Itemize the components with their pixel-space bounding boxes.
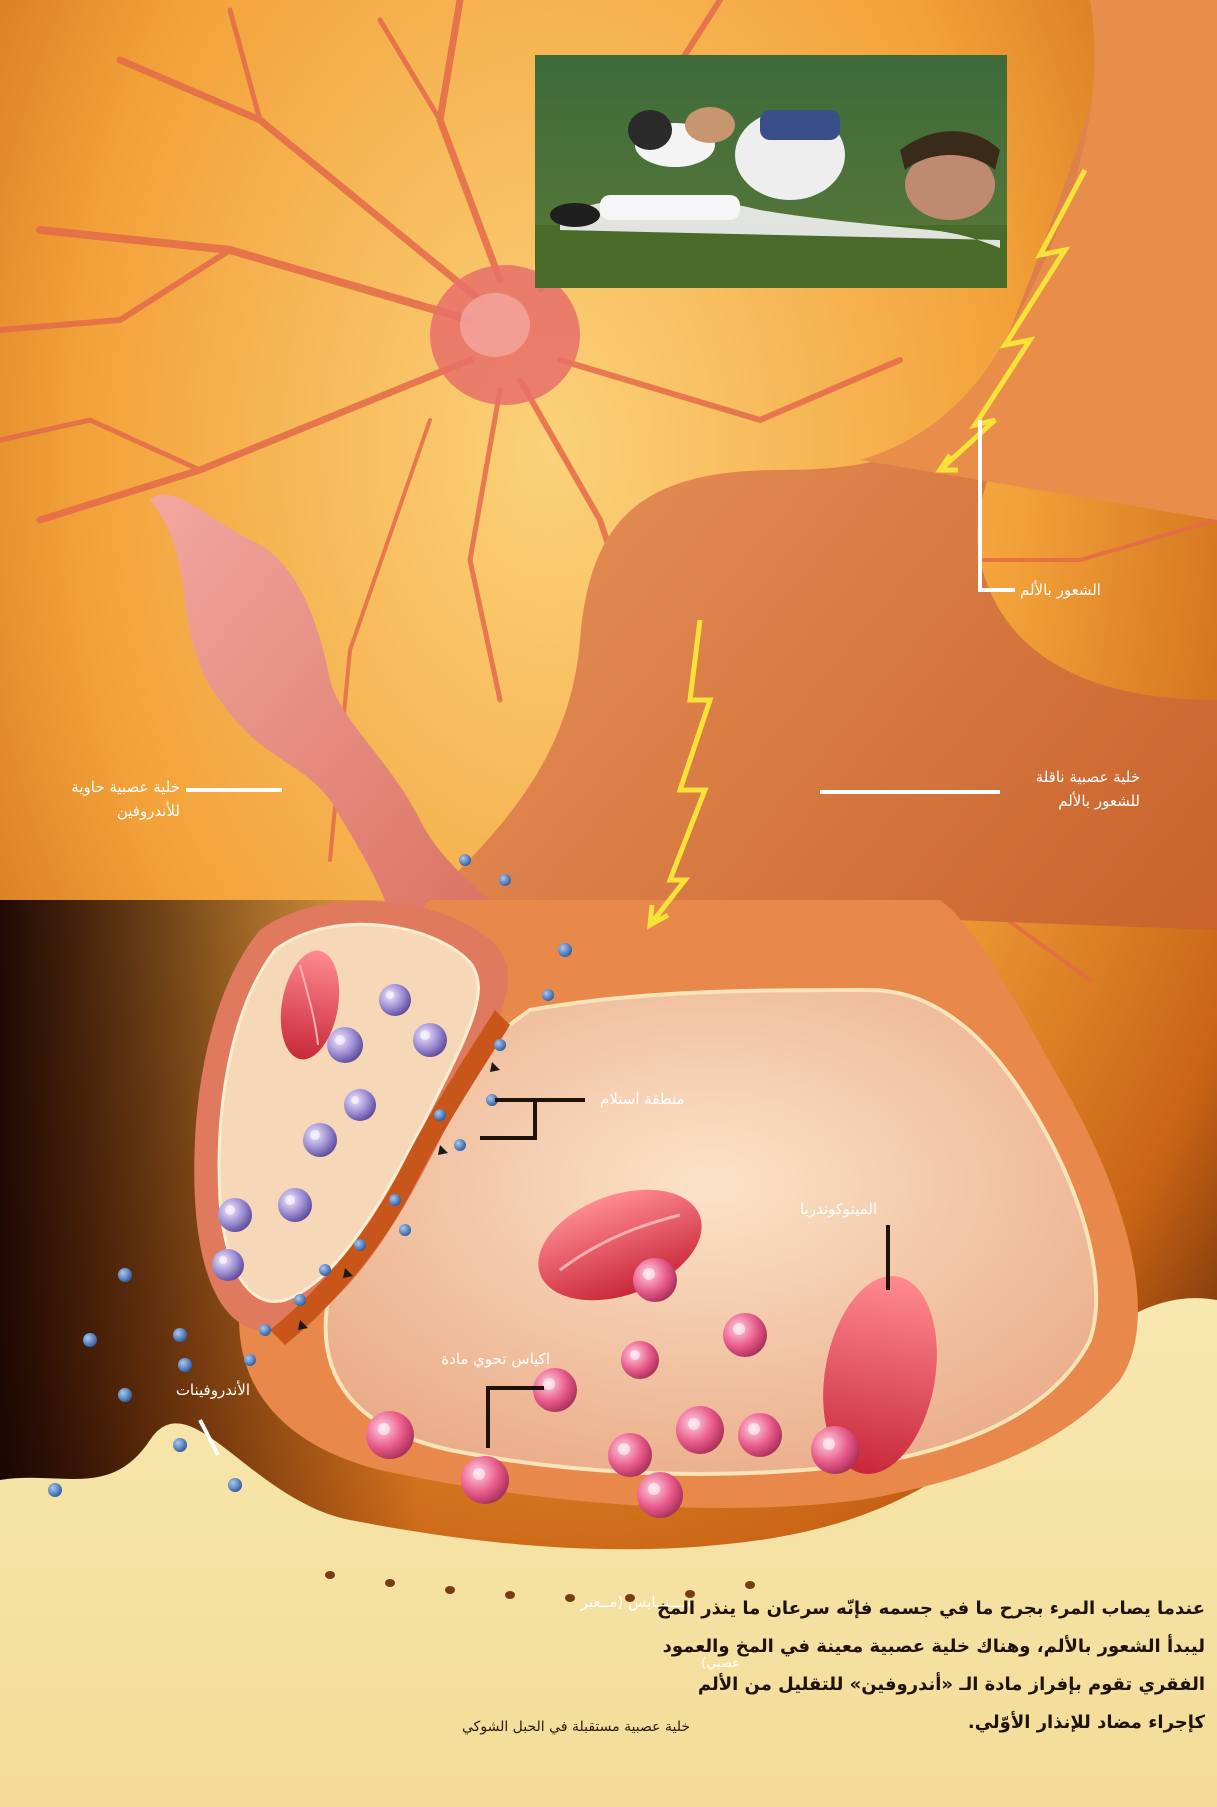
label-pain-cell-line2: للشعور بالألم: [1010, 789, 1140, 813]
caption-line2: ليبدأ الشعور بالألم، وهناك خلية عصبية مع…: [705, 1628, 1205, 1666]
label-endorphins: الأندروفينات: [150, 1378, 250, 1402]
label-pain-cell: خلية عصبية ناقلة للشعور بالألم: [1010, 765, 1140, 813]
label-endorphin-cell-line2: للأندروفين: [20, 799, 180, 823]
label-receiving-cell: خلية عصبية مستقبلة في الحبل الشوكي: [440, 1715, 690, 1739]
caption-line3: الفقري تقوم بإفراز مادة الـ «أندروفين» ل…: [705, 1666, 1205, 1704]
label-endorphin-cell: خلية عصبية حاوية للأندروفين: [20, 775, 180, 823]
label-mitochondria: الميتوكوندريا: [800, 1197, 930, 1221]
caption-line1: عندما يصاب المرء بجرح ما في جسمه فإنّه س…: [705, 1590, 1205, 1628]
label-endorphin-cell-line1: خلية عصبية حاوية: [20, 775, 180, 799]
label-receptor-area: منطقة استلام: [600, 1087, 730, 1111]
label-pain-feeling: الشعور بالألم: [1020, 578, 1120, 602]
label-pain-cell-line1: خلية عصبية ناقلة: [1010, 765, 1140, 789]
caption-line4: كإجراء مضاد للإنذار الأوّلي.: [705, 1704, 1205, 1742]
label-vesicles: اكياس تحوي مادة: [420, 1347, 550, 1371]
caption: عندما يصاب المرء بجرح ما في جسمه فإنّه س…: [705, 1590, 1205, 1742]
injured-player-photo: [535, 55, 1007, 288]
